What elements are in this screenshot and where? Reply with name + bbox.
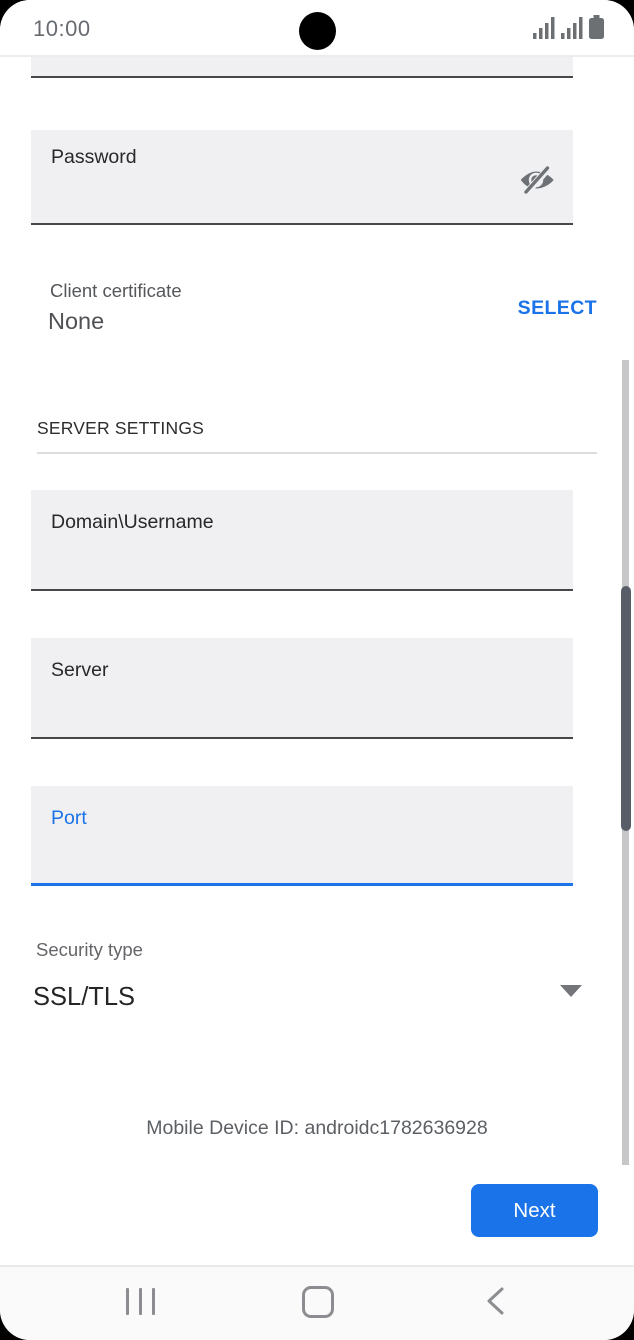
password-label: Password [51,146,137,168]
server-settings-header: SERVER SETTINGS [37,418,205,438]
password-field[interactable]: Password [31,130,573,225]
status-bar: 10:00 [0,0,634,57]
eye-off-icon[interactable] [517,161,555,199]
camera-cutout [299,12,336,50]
port-label: Port [51,807,87,829]
battery-icon [589,15,604,39]
client-certificate-value: None [48,308,105,334]
signal-icon [561,17,583,39]
section-divider [37,452,597,454]
domain-username-label: Domain\Username [51,511,214,533]
back-icon[interactable] [484,1287,506,1315]
security-type-label: Security type [36,939,143,960]
scrollbar-thumb[interactable] [621,586,631,831]
home-icon[interactable] [302,1286,334,1318]
security-type-value[interactable]: SSL/TLS [33,983,136,1011]
select-certificate-button[interactable]: SELECT [517,297,597,319]
chevron-down-icon[interactable] [560,985,582,997]
recents-icon[interactable] [126,1288,155,1315]
signal-icon [533,17,555,39]
domain-username-field[interactable]: Domain\Username [31,490,573,591]
status-icons [533,15,604,39]
status-time: 10:00 [33,16,91,41]
server-field[interactable]: Server [31,638,573,739]
server-label: Server [51,659,109,681]
navigation-bar [0,1265,634,1340]
port-field[interactable]: Port [31,786,573,886]
client-certificate-label: Client certificate [50,280,182,301]
next-button[interactable]: Next [471,1184,598,1237]
previous-field-partial[interactable] [31,56,573,78]
mobile-device-id: Mobile Device ID: androidc1782636928 [146,1117,488,1139]
